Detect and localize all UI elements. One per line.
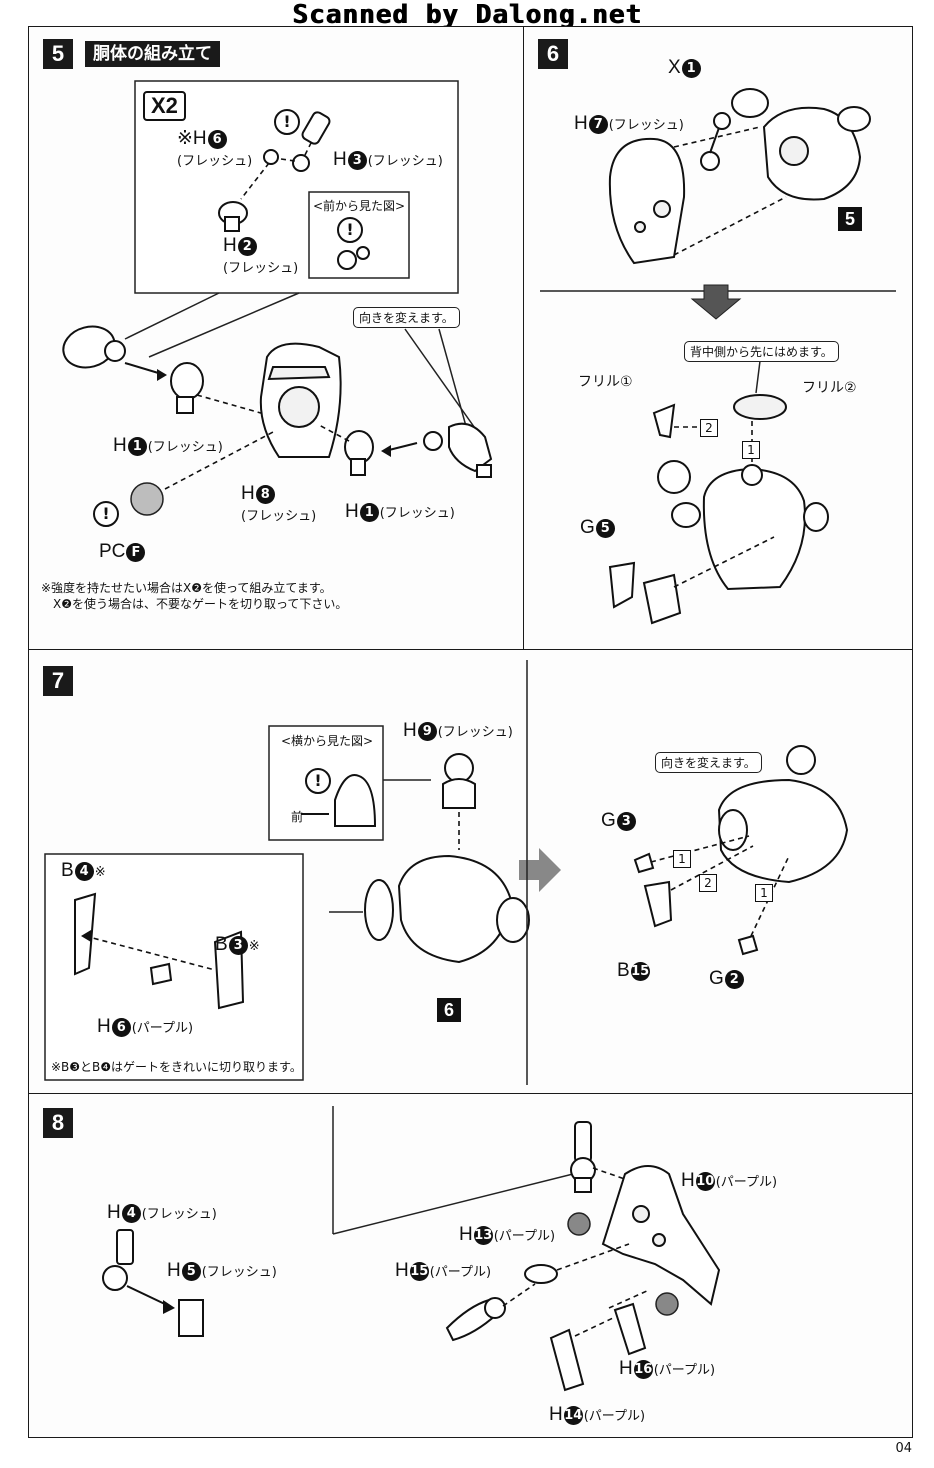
part-label-b15: B15 <box>617 960 650 981</box>
turn-direction-caption: 向きを変えます。 <box>353 307 460 328</box>
front-direction-label: 前 <box>291 810 304 824</box>
caution-icon: ! <box>305 768 331 794</box>
part-label-h15: H15(パープル) <box>395 1260 492 1281</box>
sequence-2-badge: 2 <box>700 419 718 437</box>
step-8-number: 8 <box>43 1108 73 1138</box>
part-label-h10: H10(パープル) <box>681 1170 778 1191</box>
turn-direction-caption: 向きを変えます。 <box>655 752 762 773</box>
sequence-2-badge: 2 <box>699 874 717 892</box>
ref-step-6-badge: 6 <box>437 998 461 1022</box>
step-5-panel: 5 胴体の組み立て <box>28 26 524 650</box>
sequence-1-badge: 1 <box>755 884 773 902</box>
sequence-1-badge: 1 <box>742 441 760 459</box>
step-8-illustration <box>102 1106 721 1392</box>
part-label-frill1: フリル① <box>578 374 633 390</box>
quantity-x2-badge: X2 <box>143 91 186 121</box>
step-6-number: 6 <box>538 39 568 69</box>
step-7-panel: 7 <横から見た図> ! 前 <box>28 649 913 1094</box>
caution-icon: ! <box>274 109 300 135</box>
caution-icon: ! <box>337 217 363 243</box>
caution-icon: ! <box>93 501 119 527</box>
scan-watermark: Scanned by Dalong.net <box>292 0 642 30</box>
part-label-h16: H16(パープル) <box>619 1358 716 1379</box>
part-label-h14: H14(パープル) <box>549 1404 646 1425</box>
step-5-number: 5 <box>43 39 73 69</box>
back-first-caption: 背中側から先にはめます。 <box>684 341 839 362</box>
sequence-1-badge: 1 <box>673 850 691 868</box>
step-7-number: 7 <box>43 666 73 696</box>
step-5-note-2: X❷を使う場合は、不要なゲートを切り取って下さい。 <box>53 597 348 611</box>
step-5-note-1: ※強度を持たせたい場合はX❷を使って組み立てます。 <box>41 581 332 595</box>
step-6-illustration <box>540 88 896 625</box>
step-5-title: 胴体の組み立て <box>85 41 220 67</box>
page-number: 04 <box>895 1441 912 1456</box>
part-label-h13: H13(パープル) <box>459 1224 556 1245</box>
part-label-frill2: フリル② <box>802 380 857 396</box>
step-7-note: ※B❸とB❹はゲートをきれいに切り取ります。 <box>51 1060 302 1074</box>
ref-step-5-badge: 5 <box>838 207 862 231</box>
front-view-caption: <前から見た図> <box>313 199 406 213</box>
side-view-caption: <横から見た図> <box>281 734 374 748</box>
